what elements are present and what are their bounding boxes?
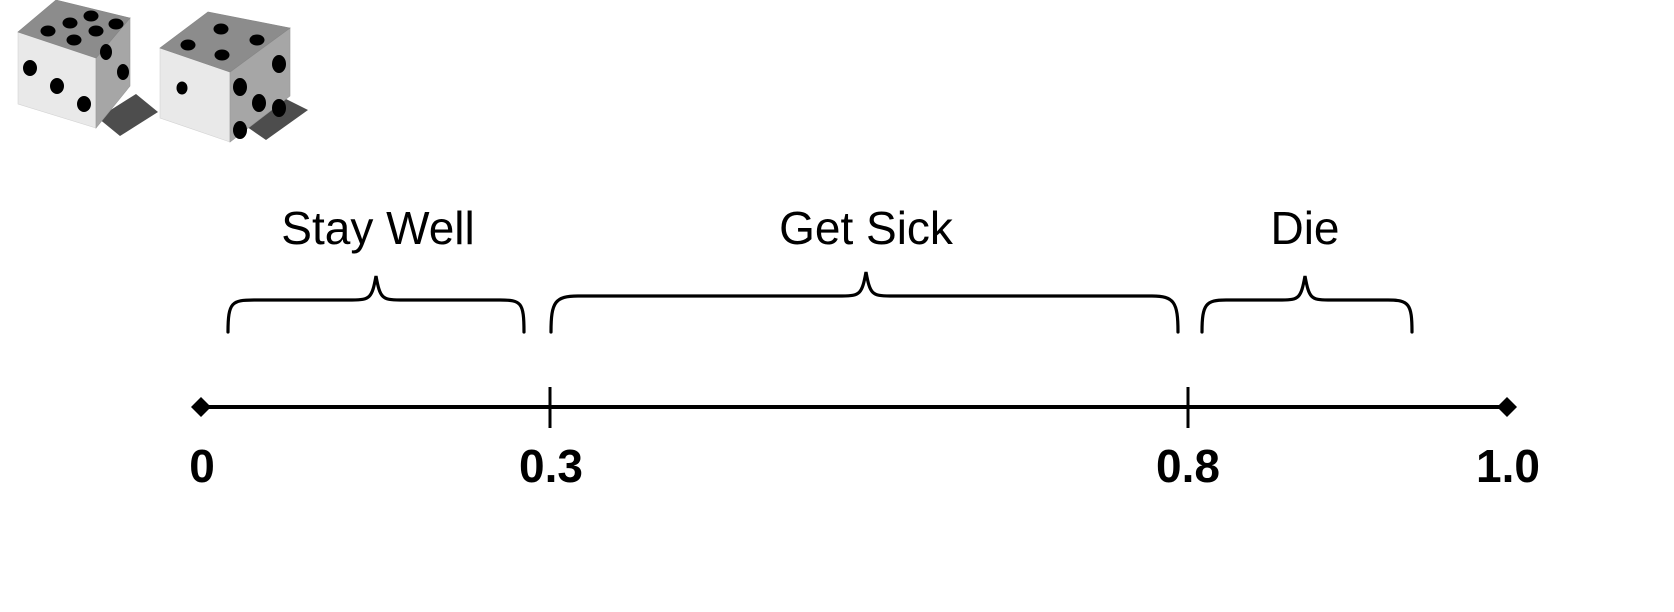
- dice-svg: [17, 0, 308, 143]
- die-right-top-pips: [180, 23, 265, 61]
- die-left-top-pips: [40, 10, 124, 46]
- segment-label-stay-well: Stay Well: [281, 202, 475, 254]
- tick-label-0: 0: [189, 440, 215, 492]
- die-right-front-pips: [176, 81, 188, 95]
- die-left-top-face: [17, 0, 131, 59]
- brace-die: [1200, 275, 1414, 334]
- die-right-top-face: [159, 11, 291, 73]
- die-right: [159, 11, 291, 143]
- pair-of-dice-illustration: [8, 0, 318, 160]
- die-left-shadow: [98, 94, 158, 136]
- tick-label-0-8: 0.8: [1156, 440, 1220, 492]
- die-right-right-pips: [233, 55, 286, 139]
- brace-stay-well: [226, 275, 526, 334]
- tick-label-1-0: 1.0: [1476, 440, 1540, 492]
- segment-label-get-sick: Get Sick: [779, 202, 953, 254]
- die-right-shadow: [240, 96, 308, 140]
- die-left-right-pips: [100, 44, 129, 80]
- tick-label-0-3: 0.3: [519, 440, 583, 492]
- number-line-start-diamond: [191, 397, 211, 417]
- brace-get-sick: [549, 271, 1180, 334]
- die-left-front-pips: [23, 60, 91, 112]
- number-line-end-diamond: [1497, 397, 1517, 417]
- die-left: [17, 0, 131, 129]
- segment-label-die: Die: [1270, 202, 1340, 254]
